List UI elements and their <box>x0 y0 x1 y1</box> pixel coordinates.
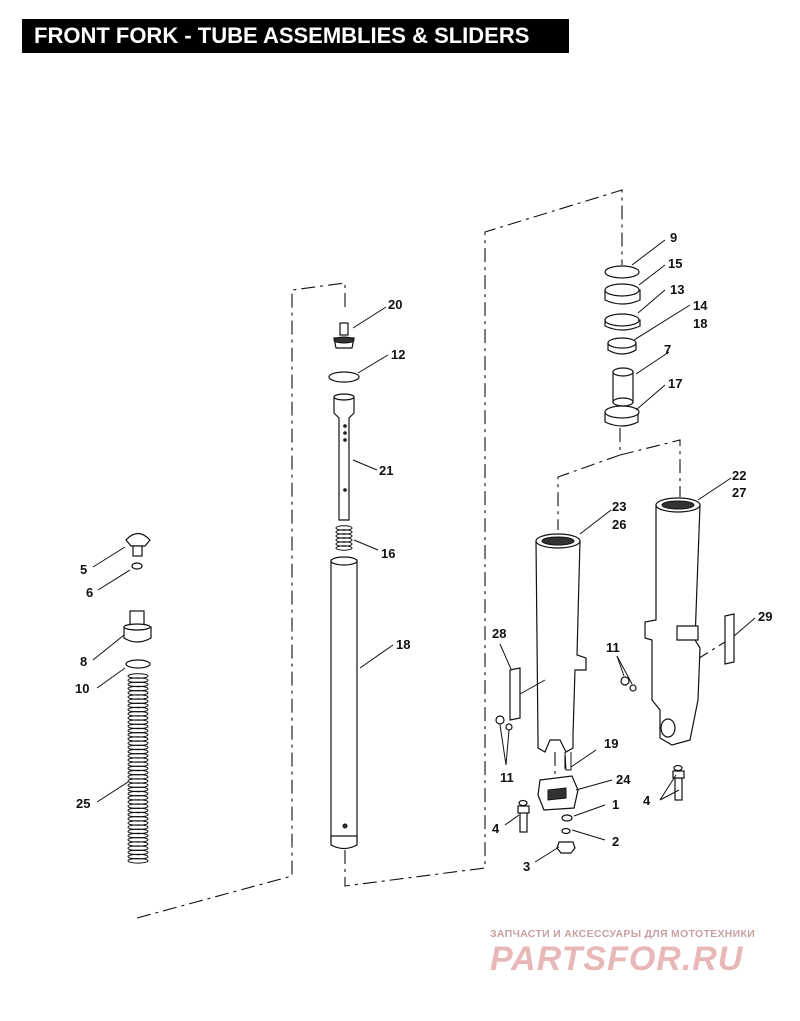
dust-seal <box>604 283 641 305</box>
callout-22: 22 <box>732 468 746 483</box>
callout-labels: 1 2 3 4 4 5 6 7 8 9 10 11 11 11 12 13 14… <box>75 230 772 874</box>
callout-18: 18 <box>396 637 410 652</box>
callout-4-left: 4 <box>492 821 500 836</box>
bolt-4-left <box>517 799 530 833</box>
watermark-tagline: ЗАПЧАСТИ И АКСЕССУАРЫ ДЛЯ МОТОТЕХНИКИ <box>490 928 756 940</box>
callout-23: 23 <box>612 499 626 514</box>
o-ring-small <box>131 562 143 570</box>
callout-27: 27 <box>732 485 746 500</box>
callout-4-right: 4 <box>643 793 651 808</box>
spring-coil <box>127 857 149 864</box>
callout-26: 26 <box>612 517 626 532</box>
assembly-line-right <box>557 428 681 530</box>
retaining-ring-top <box>604 265 640 279</box>
fork-adjuster <box>123 610 152 643</box>
callout-3: 3 <box>523 859 530 874</box>
o-ring-large <box>125 659 151 669</box>
callout-10: 10 <box>75 681 89 696</box>
spring-coil <box>335 545 353 551</box>
bolt-4-right <box>672 764 685 801</box>
callout-9: 9 <box>670 230 677 245</box>
leader-lines <box>92 239 756 863</box>
assembly-line-29 <box>695 641 726 661</box>
oil-seal <box>604 313 641 331</box>
callout-15: 15 <box>668 256 682 271</box>
callout-16: 16 <box>381 546 395 561</box>
callout-29: 29 <box>758 609 772 624</box>
damper-valve <box>333 322 355 349</box>
fork-cap-bolt <box>125 532 151 557</box>
callout-14: 14 <box>693 298 708 313</box>
callout-19: 19 <box>604 736 618 751</box>
callout-17: 17 <box>668 376 682 391</box>
slider-bushing <box>604 405 640 427</box>
left-slider <box>535 533 587 771</box>
washer-1 <box>561 814 573 822</box>
assembly-line-left <box>136 282 346 919</box>
page-title: FRONT FORK - TUBE ASSEMBLIES & SLIDERS <box>22 19 569 53</box>
axle-cap <box>537 775 579 811</box>
damper-tube <box>333 393 355 521</box>
callout-25: 25 <box>76 796 90 811</box>
callout-5: 5 <box>80 562 87 577</box>
screw-11-right <box>620 676 637 692</box>
reflector <box>724 613 735 665</box>
fork-tube <box>330 556 358 850</box>
callout-11-left: 11 <box>500 770 514 785</box>
callout-1: 1 <box>612 797 619 812</box>
callout-28: 28 <box>492 626 506 641</box>
rebound-spring <box>335 525 353 551</box>
callout-6: 6 <box>86 585 93 600</box>
screw-11-left <box>495 715 513 731</box>
bushing <box>612 367 634 407</box>
callout-11-top: 11 <box>606 640 620 655</box>
nut-3 <box>556 841 576 854</box>
retaining-ring <box>328 371 360 383</box>
callout-13: 13 <box>670 282 684 297</box>
right-slider <box>644 497 701 746</box>
washer-2 <box>561 827 571 835</box>
seal-spacer <box>607 337 637 355</box>
callout-8: 8 <box>80 654 87 669</box>
watermark-brand: PARTSFOR.RU <box>490 940 744 978</box>
assembly-line-center <box>344 189 623 887</box>
callout-20: 20 <box>388 297 402 312</box>
callout-24: 24 <box>616 772 631 787</box>
callout-7: 7 <box>664 342 671 357</box>
reflector-bracket <box>509 667 521 721</box>
callout-18-top: 18 <box>693 316 707 331</box>
callout-2: 2 <box>612 834 619 849</box>
callout-12: 12 <box>391 347 405 362</box>
fork-spring <box>127 673 149 864</box>
callout-21: 21 <box>379 463 393 478</box>
